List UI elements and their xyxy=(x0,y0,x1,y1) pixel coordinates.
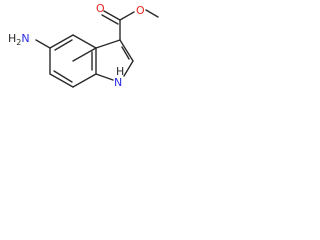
carbonyl-bond xyxy=(103,10,121,21)
bond xyxy=(72,34,97,49)
amine-label: H2N xyxy=(8,32,30,47)
bond xyxy=(72,47,97,62)
pyrrole-ring xyxy=(95,39,134,81)
amine-subscript: 2 xyxy=(16,38,21,47)
bond xyxy=(49,34,74,49)
carbonyl-bond-double xyxy=(101,14,119,25)
bond xyxy=(145,9,159,18)
double-bond-inner xyxy=(121,46,130,60)
benzene-ring xyxy=(49,34,97,88)
bond xyxy=(95,73,114,81)
bond xyxy=(72,73,97,88)
ester-oxygen-label: O xyxy=(136,4,145,17)
bond xyxy=(49,73,74,88)
ring-nh-hydrogen-label: H xyxy=(116,65,124,78)
methyl-ester-group xyxy=(101,9,159,41)
amine-hydrogen: H xyxy=(8,32,16,45)
bond xyxy=(119,11,135,21)
bond xyxy=(119,39,134,62)
amine-bond xyxy=(35,39,51,49)
bond xyxy=(123,60,134,77)
amine-nitrogen: N xyxy=(21,32,29,45)
chemical-structure: O O H2N H N xyxy=(8,2,159,89)
double-bond-inner xyxy=(54,39,73,51)
carbonyl-oxygen-label: O xyxy=(96,2,105,15)
double-bond-inner xyxy=(53,70,73,83)
bond xyxy=(95,39,121,49)
ring-nitrogen-label: N xyxy=(114,76,122,89)
